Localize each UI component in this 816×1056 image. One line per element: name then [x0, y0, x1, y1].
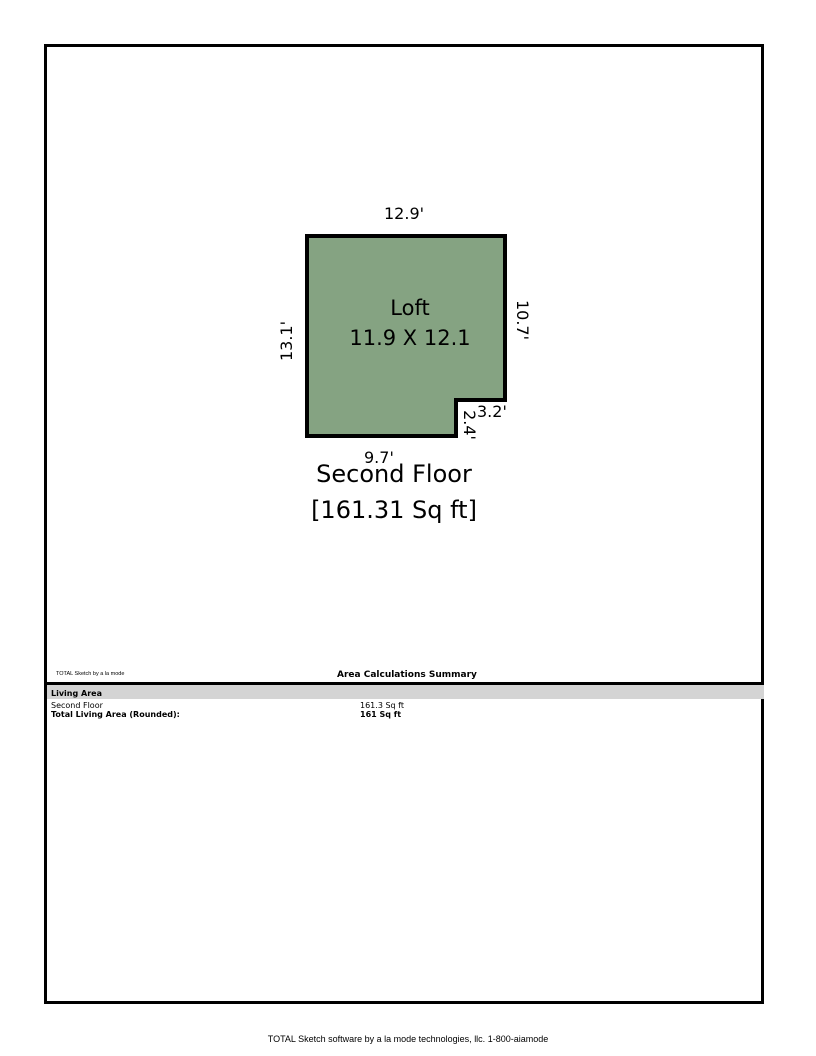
summary-title: Area Calculations Summary	[337, 670, 477, 680]
dimension-bottom: 9.7'	[364, 448, 394, 467]
room-dimensions-label: 11.9 X 12.1	[349, 326, 471, 350]
summary-row-value: 161.3 Sq ft	[360, 701, 404, 710]
room-label: Loft	[390, 296, 430, 320]
loft-room-shape[interactable]	[305, 234, 507, 438]
summary-row-label: Second Floor	[51, 701, 103, 710]
summary-section-label: Living Area	[51, 689, 102, 698]
summary-total-label: Total Living Area (Rounded):	[51, 710, 180, 719]
page-footer: TOTAL Sketch software by a la mode techn…	[267, 1034, 549, 1044]
dimension-top: 12.9'	[384, 204, 425, 223]
floor-name: Second Floor	[316, 460, 472, 488]
dimension-notch-height: 2.4'	[459, 410, 479, 440]
dimension-left: 13.1'	[277, 320, 297, 362]
floor-area: [161.31 Sq ft]	[311, 496, 477, 524]
summary-total-value: 161 Sq ft	[360, 710, 402, 719]
tool-credit: TOTAL Sketch by a la mode	[56, 671, 125, 677]
summary-section-band	[47, 685, 764, 699]
sketch-frame	[44, 44, 764, 1004]
dimension-right: 10.7'	[513, 299, 533, 341]
dimension-notch-width: 3.2'	[477, 402, 507, 421]
summary-divider	[44, 682, 764, 685]
